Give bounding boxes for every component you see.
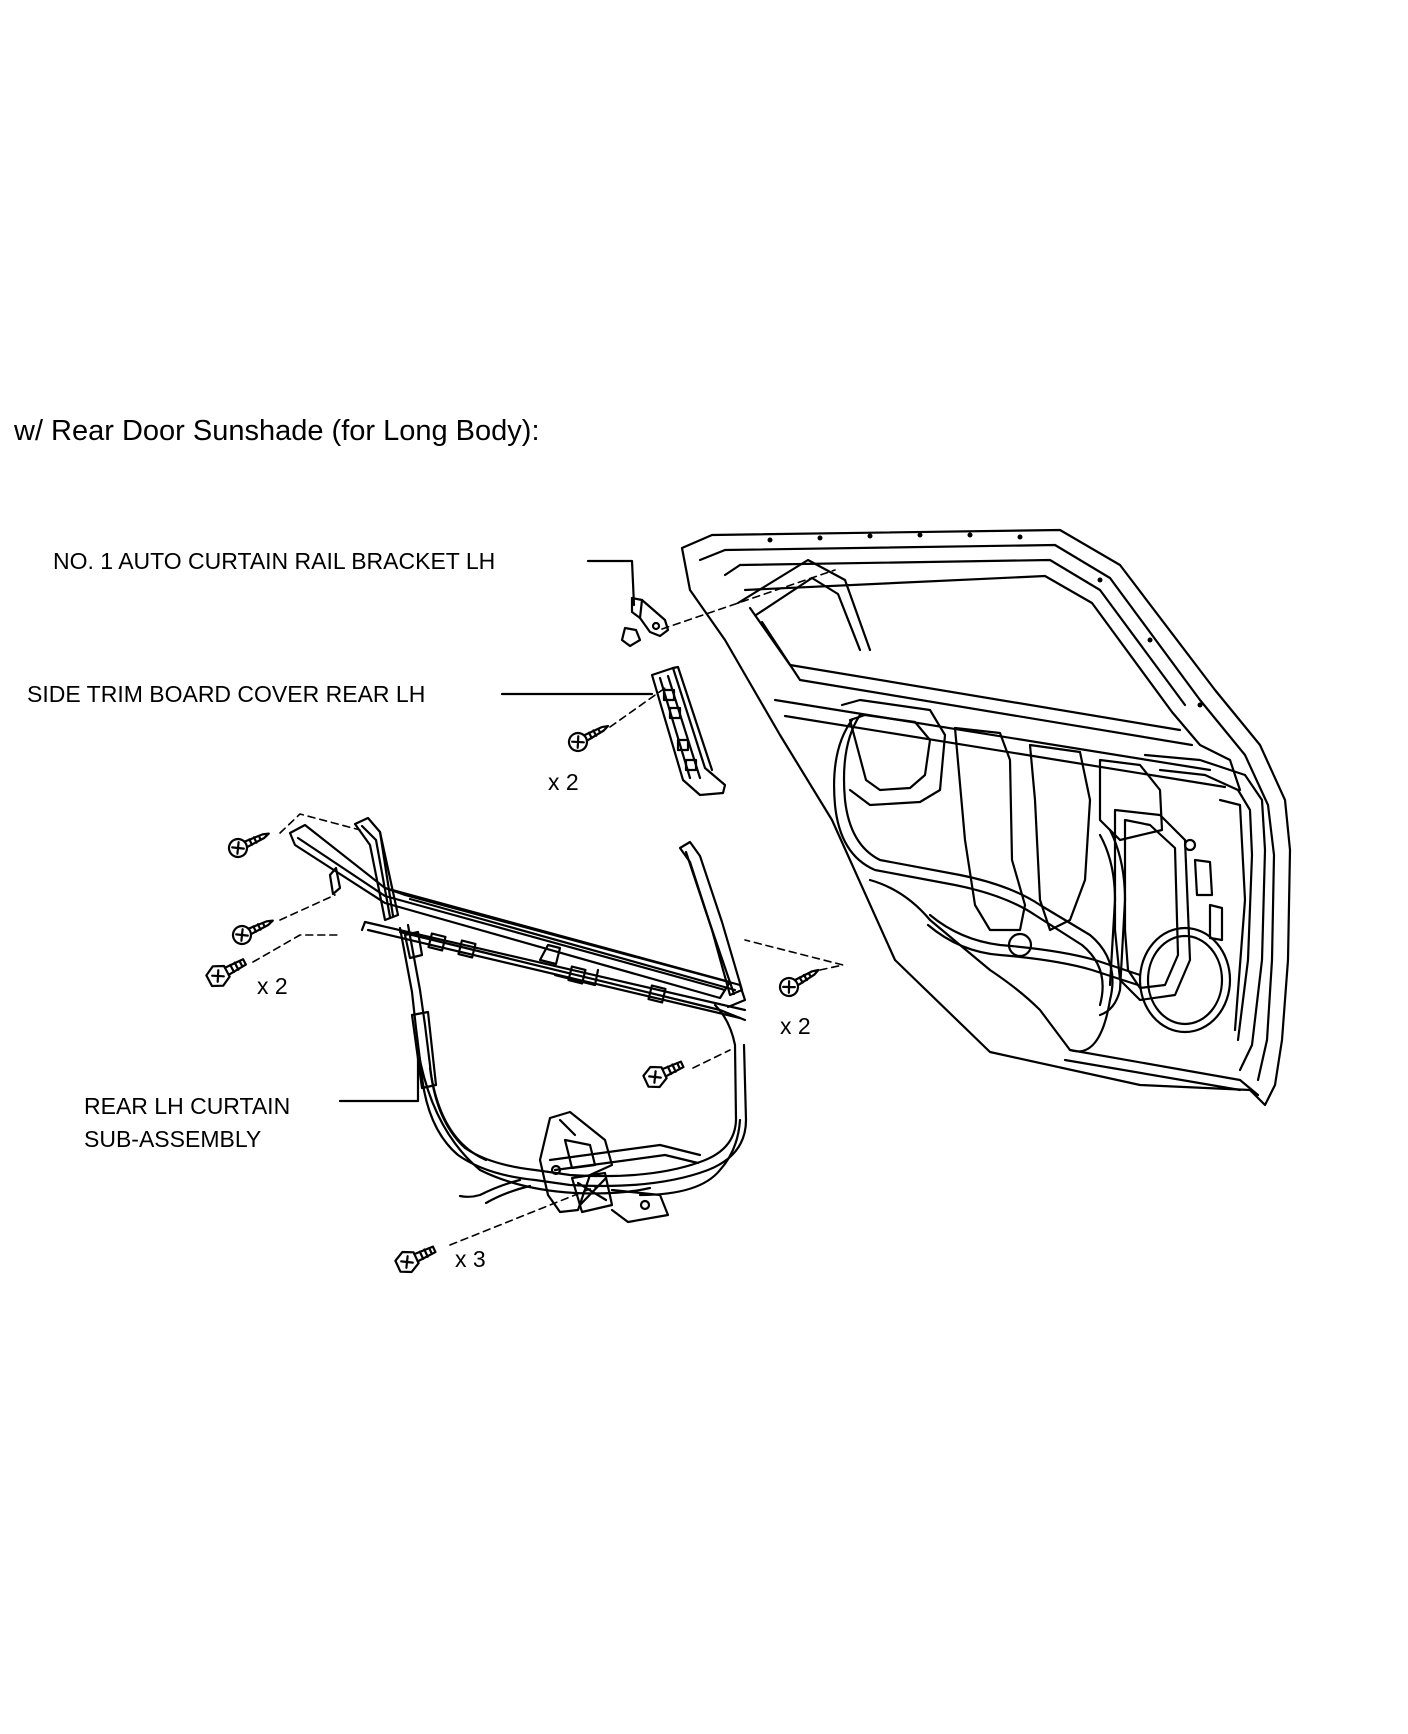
bolt-icon: [642, 1060, 685, 1089]
screw-icon: [778, 968, 820, 998]
label-rear-curtain-line1: REAR LH CURTAIN: [84, 1093, 291, 1119]
label-rear-curtain-line2: SUB-ASSEMBLY: [84, 1126, 262, 1152]
label-side-trim-board-cover: SIDE TRIM BOARD COVER REAR LH: [27, 681, 426, 707]
clip: [620, 626, 642, 648]
screw-icon: [231, 919, 274, 946]
fasteners: [205, 724, 820, 1274]
qty-trim-cover-screws: x 2: [548, 769, 579, 795]
rear-curtain-sub-assembly: [288, 816, 748, 1224]
curtain-left-guide: [353, 816, 400, 922]
door-opening-2: [953, 726, 1027, 932]
qty-left-bolts: x 2: [257, 973, 288, 999]
door-opening-3: [1028, 743, 1092, 932]
screw-icon: [567, 724, 610, 753]
curtain-motor-bracket: [538, 1110, 614, 1214]
door-wire-harness: [842, 713, 1114, 1053]
speaker-opening: [1138, 926, 1232, 1034]
label-auto-curtain-rail-bracket: NO. 1 AUTO CURTAIN RAIL BRACKET LH: [53, 548, 496, 574]
screw-icon: [227, 832, 270, 859]
diagram-heading: w/ Rear Door Sunshade (for Long Body):: [14, 415, 540, 447]
rear-door-panel: [680, 528, 1292, 1107]
door-perimeter-holes: [767, 532, 1203, 708]
curtain-motor: [570, 1171, 614, 1214]
assembly-dashed-lines: [252, 569, 844, 1246]
side-trim-board-cover: [650, 665, 727, 797]
bolt-icon: [205, 958, 247, 988]
auto-curtain-rail-bracket: [620, 596, 670, 648]
leader-lines: [338, 559, 654, 1103]
door-opening-4: [1098, 758, 1164, 842]
bolt-icon: [394, 1245, 437, 1274]
door-opening-1: [848, 713, 932, 792]
qty-right-screws: x 2: [780, 1013, 811, 1039]
qty-bottom-bolts: x 3: [455, 1246, 486, 1272]
